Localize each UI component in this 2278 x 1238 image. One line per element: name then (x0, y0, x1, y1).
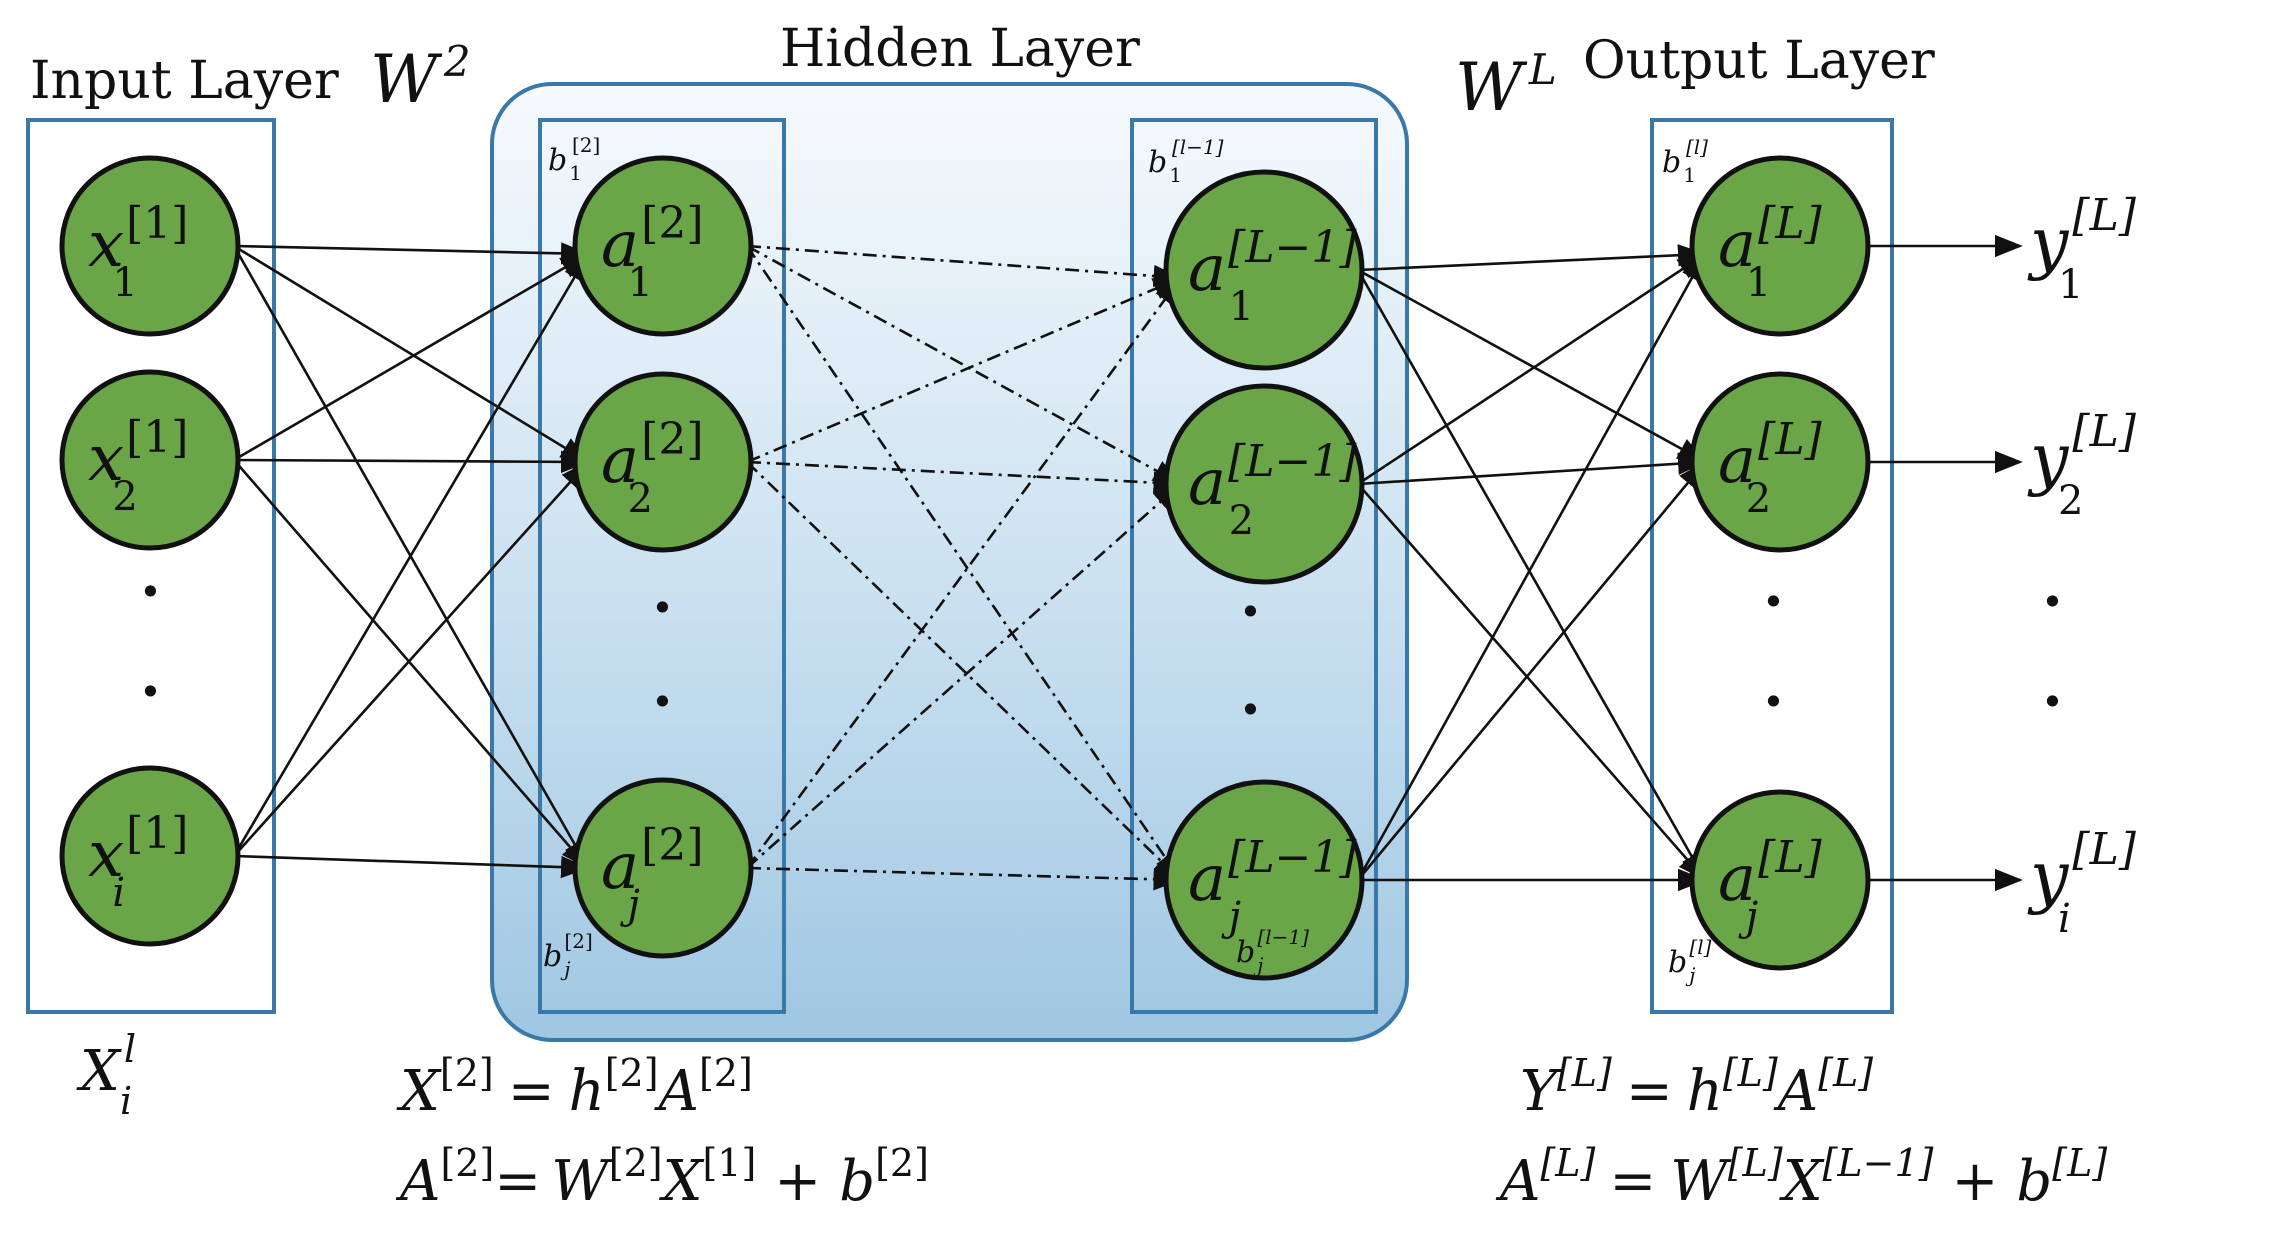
hidden2-node-label: a[2]2 (601, 414, 703, 522)
hiddenL1-node-label: a[L−1]j (1188, 832, 1357, 940)
output-ellipsis-2: · (1763, 667, 1784, 737)
edge-hidden2-node-1-to-hiddenL1-node-2 (746, 244, 1182, 485)
input-node-label: x[1]i (88, 808, 188, 916)
input-node-label: x[1]1 (88, 198, 188, 306)
edge-hidden2-node-1-to-hiddenL1-node-3 (745, 245, 1182, 881)
hiddenL1-node-label: a[L−1]2 (1188, 436, 1357, 544)
output-node-3: a[L]j (1689, 789, 1871, 971)
hidden-layer-L1-box (1130, 118, 1378, 1014)
input-ellipsis-2: · (140, 657, 161, 727)
output-node-2: a[L]2 (1689, 371, 1871, 553)
ellipsis-marks: · · · · · · · · · · (140, 557, 2063, 745)
edge-input-node-3-to-hidden2-node-1 (232, 253, 589, 857)
hiddenL1-ellipsis-1: · (1240, 577, 1261, 647)
edge-input-node-3-to-hidden2-node-3 (233, 854, 589, 879)
edge-hidden2-node-1-to-hiddenL1-node-1 (746, 244, 1182, 288)
edge-hiddenL1-node-2-to-output-node-2 (1357, 452, 1706, 486)
hiddenL1-node-circle (1163, 169, 1365, 371)
hidden-layer-2-box (538, 118, 786, 1014)
hidden-layer-title: Hidden Layer (780, 19, 1140, 79)
input-ellipsis-1: · (140, 557, 161, 627)
edge-hiddenL1-node-2-to-output-node-1 (1357, 253, 1706, 486)
edge-hiddenL1-node-1-to-output-node-1 (1357, 244, 1706, 272)
equation-hidden-x: X[2]=h[2]A[2] (396, 1051, 753, 1124)
y-ellipsis-2: · (2042, 667, 2063, 737)
output-node-label: a[L]2 (1718, 414, 1823, 522)
hidden2-node-label: a[2]1 (601, 198, 703, 306)
connections (232, 234, 2023, 892)
input-layer-box (26, 118, 276, 1014)
edge-input-node-2-to-hidden2-node-2 (233, 450, 589, 474)
edge-input-node-1-to-hidden2-node-2 (233, 244, 589, 463)
output-node-1: a[L]1 (1689, 155, 1871, 337)
nodes: x[1]1 x[1]2 x[1]i a[2]1 a[2]2 a[2]j a[L−1]1 a[L… (59, 155, 1871, 981)
edge-hidden2-node-2-to-hiddenL1-node-1 (746, 277, 1182, 464)
hidden2-node-circle (572, 371, 754, 553)
y-ellipsis-1: · (2042, 567, 2063, 637)
hiddenL1-node-2: a[L−1]2 (1163, 383, 1365, 585)
edge-hiddenL1-node-3-to-output-node-2 (1356, 461, 1706, 881)
hiddenL1-node-circle (1163, 383, 1365, 585)
equation-hidden-a: A[2]=W[2]X[1]+b[2] (395, 1141, 929, 1214)
input-node-3: x[1]i (59, 765, 241, 947)
equation-output-a: A[L]=W[L]X[L−1]+b[L] (1495, 1141, 2107, 1214)
edge-hiddenL1-node-2-to-output-node-3 (1357, 483, 1706, 881)
output-y-label-1: y[L]1 (2027, 190, 2137, 308)
edge-input-node-2-to-hidden2-node-1 (233, 253, 589, 462)
input-node-circle (59, 155, 241, 337)
hidden2-node-circle (572, 777, 754, 959)
edge-hidden2-node-2-to-hiddenL1-node-2 (746, 460, 1182, 494)
edge-hidden2-node-2-to-hiddenL1-node-3 (746, 461, 1182, 881)
hiddenL1-node-label: a[L−1]1 (1188, 222, 1357, 330)
input-node-1: x[1]1 (59, 155, 241, 337)
input-node-label: x[1]2 (88, 412, 188, 520)
input-node-circle (59, 369, 241, 551)
hidden2-ellipsis-1: · (652, 573, 673, 643)
hidden2-node-3: a[2]j (572, 777, 754, 959)
edge-hidden2-node-3-to-hiddenL1-node-3 (746, 866, 1182, 891)
output-node-circle (1689, 371, 1871, 553)
edge-input-node-1-to-hidden2-node-1 (233, 242, 589, 265)
hiddenL1-ellipsis-2: · (1240, 675, 1261, 745)
hidden2-node-circle (572, 155, 754, 337)
equation-output-y: Y[L]=h[L]A[L] (1520, 1051, 1873, 1124)
output-node-label: a[L]j (1718, 832, 1823, 940)
output-y-label-3: y[L]i (2027, 824, 2137, 942)
output-ellipsis-1: · (1763, 567, 1784, 637)
input-layer-title: Input Layer (30, 51, 339, 111)
hiddenL1-node-1: a[L−1]1 (1163, 169, 1365, 371)
hidden2-node-1: a[2]1 (572, 155, 754, 337)
edge-hidden2-node-3-to-hiddenL1-node-1 (745, 277, 1182, 869)
output-node-circle (1689, 155, 1871, 337)
output-y-label-2: y[L]2 (2027, 406, 2137, 524)
edge-hiddenL1-node-1-to-output-node-3 (1356, 269, 1706, 881)
hidden2-ellipsis-2: · (652, 667, 673, 737)
edge-hidden2-node-3-to-hiddenL1-node-2 (746, 483, 1182, 869)
input-node-circle (59, 765, 241, 947)
edge-hiddenL1-node-1-to-output-node-2 (1357, 268, 1706, 463)
edge-hiddenL1-node-3-to-output-node-1 (1356, 253, 1706, 881)
input-node-2: x[1]2 (59, 369, 241, 551)
hiddenL1-node-circle (1163, 779, 1365, 981)
output-layer-title: Output Layer (1583, 31, 1935, 91)
hiddenL1-node-3: a[L−1]j (1163, 779, 1365, 981)
output-node-circle (1689, 789, 1871, 971)
edge-input-node-2-to-hidden2-node-3 (233, 459, 589, 869)
edge-input-node-3-to-hidden2-node-2 (233, 461, 589, 857)
hidden2-node-2: a[2]2 (572, 371, 754, 553)
output-node-label: a[L]1 (1718, 198, 1823, 306)
output-layer-box (1650, 118, 1894, 1014)
